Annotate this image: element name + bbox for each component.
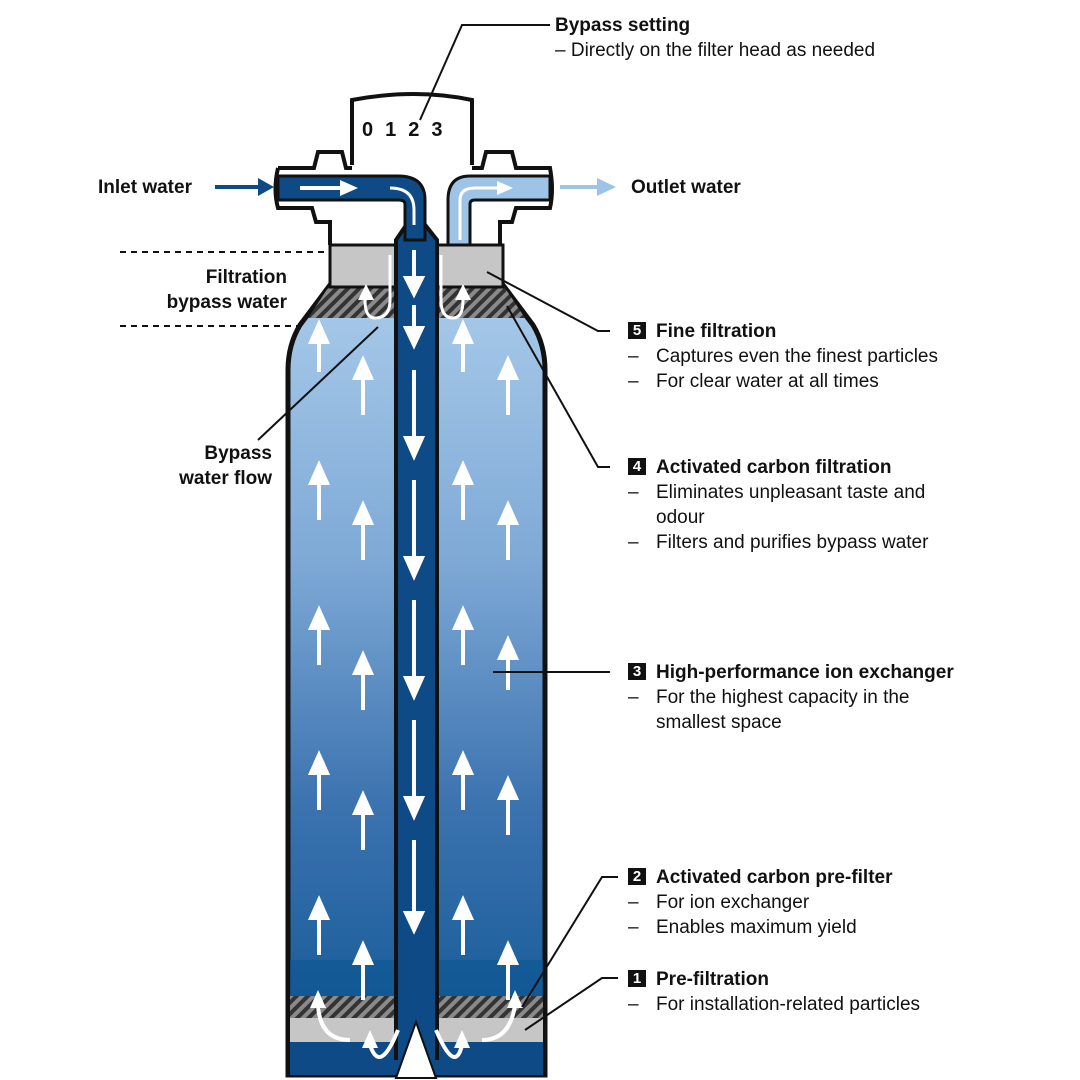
fine-filter-right [435,243,505,289]
central-flow-arrows [402,250,426,935]
bullet-dash: – [628,532,639,553]
stage-bullet: Captures even the finest particles [656,346,938,367]
leader-stage-1 [524,977,618,1031]
stage-bullet: Enables maximum yield [656,917,857,938]
outlet-water-label: Outlet water [631,177,741,198]
stage-bullet: Filters and purifies bypass water [656,532,929,553]
leader-stage-4 [506,305,610,468]
inlet-water-label: Inlet water [98,177,192,198]
leader-stage-2 [521,876,618,1008]
bypass-flow-label: Bypass water flow [120,441,272,491]
stage-number-badge: 3 [628,663,646,680]
bullet-dash: – [628,892,639,913]
stage-title: Pre-filtration [656,969,769,990]
bullet-dash: – [628,917,639,938]
filtration-bypass-label: Filtration bypass water [100,265,287,315]
stage-bullet: Eliminates unpleasant taste and odour [656,482,926,528]
dial-position: 0 [362,119,386,141]
bullet-dash: – [628,371,639,392]
bullet-dash: – [628,482,639,503]
stage-number-badge: 1 [628,970,646,987]
bypass-flow-line: Bypass [204,443,272,464]
stage-bullet: For the highest capacity in the smallest… [656,687,910,733]
stage-5-callout: 5 Fine filtration –Captures even the fine… [628,319,938,394]
stage-title: High-performance ion exchanger [656,662,954,683]
bypass-setting-title: Bypass setting [555,15,691,36]
bypass-setting-label: Bypass setting – Directly on the filter … [555,13,875,63]
stage-title: Activated carbon pre-filter [656,867,893,888]
outlet-pipe [446,174,552,247]
stage-3-callout: 3 High-performance ion exchanger –For the… [628,660,958,735]
stage-bullet: For clear water at all times [656,371,879,392]
stage-bullet: For installation-related particles [656,994,921,1015]
bullet-dash: – [628,994,639,1015]
stage-title: Activated carbon filtration [656,457,892,478]
filtration-bypass-line: bypass water [166,292,287,313]
dial-position: 1 [385,119,409,141]
stage-4-callout: 4 Activated carbon filtration –Eliminates… [628,455,968,555]
bypass-dial[interactable]: 0123 [362,118,455,143]
bottom-cone [394,1019,438,1079]
bullet-dash: – [628,346,639,367]
upflow-arrows [307,319,520,1000]
leader-stage-5 [486,271,610,332]
stage-title: Fine filtration [656,321,777,342]
stage-number-badge: 4 [628,458,646,475]
bypass-setting-description: – Directly on the filter head as needed [555,40,876,61]
bullet-dash: – [628,687,639,708]
stage-2-callout: 2 Activated carbon pre-filter –For ion ex… [628,865,893,940]
leader-bypass-flow [257,326,379,441]
stage-bullet: For ion exchanger [656,892,810,913]
stage-number-badge: 5 [628,322,646,339]
inlet-pipe [276,174,427,242]
stage-number-badge: 2 [628,868,646,885]
bypass-flow-line: water flow [179,468,272,489]
fine-filter-left [328,243,398,289]
filtration-bypass-line: Filtration [205,267,287,288]
filter-head [350,92,474,165]
leader-bypass-setting [419,24,550,121]
stage-1-callout: 1 Pre-filtration –For installation-relate… [628,967,920,1017]
dial-position: 3 [431,119,455,141]
dial-position: 2 [408,119,432,141]
